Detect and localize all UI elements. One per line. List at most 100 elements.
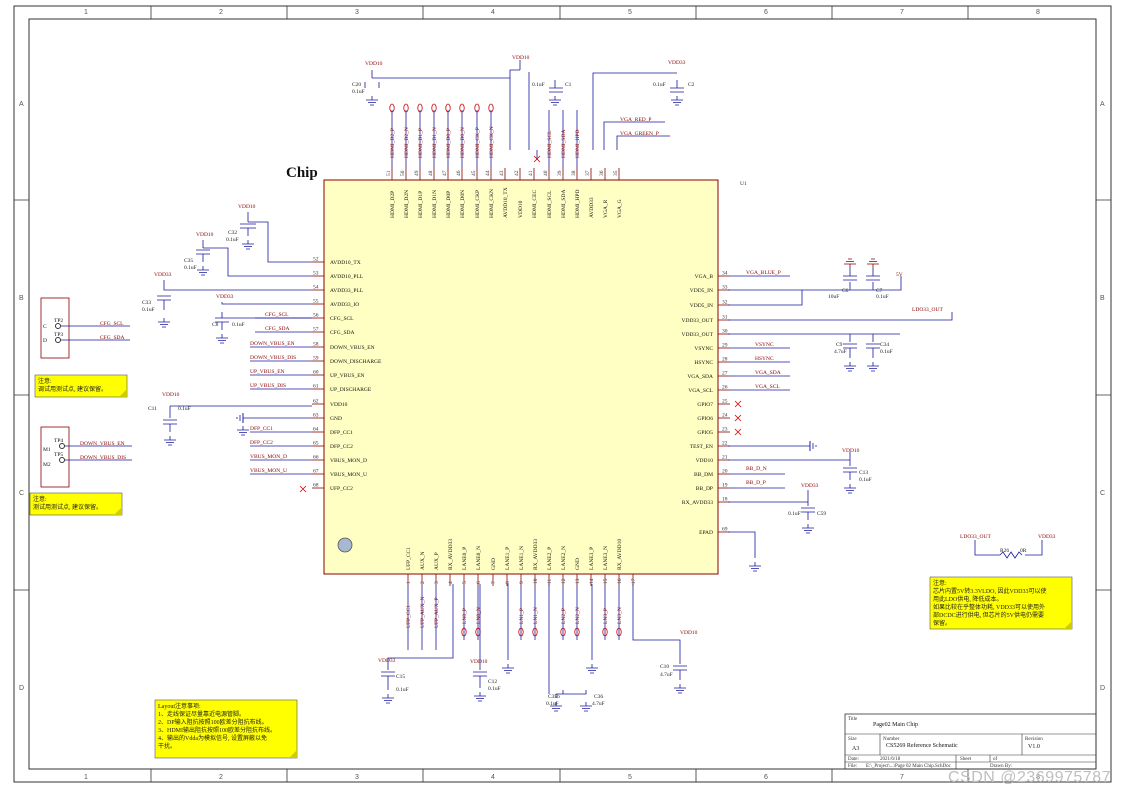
tp-net-cfg-scl: CFG_SCL (100, 321, 124, 327)
ground-icon (549, 96, 561, 106)
bottom-power-wires (381, 584, 687, 698)
pin-number: 68 (313, 483, 319, 489)
pin-name: UP_DISCHARGE (330, 387, 372, 393)
note3-line-4: 如果比较在乎整体功耗, VDD33可以使用外 (933, 603, 1045, 611)
nc-cec (533, 155, 541, 163)
nc-mark (734, 428, 742, 436)
diff-pair-marker (518, 627, 524, 637)
diff-pair-marker (417, 103, 423, 113)
c1-val: 0.1uF (532, 82, 545, 88)
tp-net-down-dis: DOWN_VBUS_DIS (80, 455, 126, 461)
pin-name: VDD10 (330, 402, 348, 408)
pin-number: 64 (313, 427, 319, 433)
chip-body[interactable] (323, 179, 719, 575)
chip-title: Chip (286, 165, 318, 181)
net-vga-red: VGA_RED_P (620, 117, 651, 123)
note1-title: 注意: (38, 377, 52, 385)
net-label: HSYNC (755, 356, 774, 362)
c7-val: 0.1uF (876, 294, 889, 300)
c7-ref: C7 (876, 288, 883, 294)
c6-ref: C6 (842, 288, 849, 294)
c8-val: 0.1uF (232, 322, 245, 328)
c15-val: 0.1uF (396, 687, 409, 693)
c12-val: 0.1uF (488, 686, 501, 692)
pin-name: DFP_CC1 (330, 430, 353, 436)
pin-number: 58 (313, 342, 319, 348)
pin-number: 8 (505, 581, 511, 584)
pin-number: 15 (603, 578, 609, 584)
pin-number: 67 (313, 469, 319, 475)
pin-number: 57 (313, 327, 319, 333)
tp-net-cfg-sda: CFG_SDA (100, 335, 124, 341)
vdd10-left3: VDD10 (162, 392, 180, 398)
pin-number: 56 (313, 313, 319, 319)
ground-icon (867, 258, 879, 268)
layout-note-line-5: 4、输出的Vdda为模拟信号, 设置屏蔽以免 (158, 734, 267, 742)
pin-name: UFP_CC1 (406, 547, 412, 570)
tb-sheet-of: of (993, 757, 998, 762)
diff-pair-marker (532, 627, 538, 637)
pin-name: GPIO5 (697, 430, 713, 436)
pin-name: VDD33_OUT (682, 318, 714, 324)
vdd33-bottom: VDD33 (378, 658, 396, 664)
net-label: HDMI_D1_N (432, 127, 438, 158)
pin-name: HDMI_D0N (460, 190, 466, 218)
ground-icon (586, 664, 598, 674)
tp4-label: TP4 (54, 438, 63, 444)
net-bb-dp: BB_D_P (746, 480, 766, 486)
zone-col-5-bottom: 5 (628, 774, 632, 781)
vdd10-left2: VDD10 (196, 232, 214, 238)
pin-number: 33 (722, 285, 728, 291)
title-block (844, 713, 1097, 770)
pin-name: VGA_G (617, 199, 623, 218)
pin-number: 45 (471, 170, 477, 176)
nc-mark (734, 414, 742, 422)
right-power-wires (728, 268, 953, 558)
r26-net-vdd33: VDD33 (1038, 534, 1056, 540)
pin-name: VGA_SCL (688, 388, 713, 394)
zone-row-b-right: B (1100, 295, 1105, 302)
left-vdd10-cap (163, 405, 312, 432)
pin-name: LANE0_P (462, 547, 468, 570)
zone-col-7-top: 7 (900, 9, 904, 16)
pin-name: AVDD10_TX (330, 260, 361, 266)
c9-val: 4.7uF (834, 349, 847, 355)
zone-col-6-top: 6 (764, 9, 768, 16)
pin-number: 49 (414, 170, 420, 176)
pin-number: 24 (722, 413, 728, 419)
pin-number: 41 (528, 170, 534, 176)
pin-number: 5 (462, 581, 468, 584)
pin-number: 44 (485, 170, 491, 176)
net-label: LN1_N (533, 607, 539, 624)
pin-name: RX_AVDD33 (533, 539, 539, 570)
pin-name: VDD33_OUT (682, 332, 714, 338)
diff-pair-marker (488, 103, 494, 113)
c8-ref: C8 (212, 322, 219, 328)
vdd10-top2-label: VDD10 (512, 55, 530, 61)
c35b-ref: C35b (548, 694, 560, 700)
net-label: VGA_SCL (755, 384, 780, 390)
net-label: HDMI_HPD (575, 130, 581, 158)
pin-name: HDMI_SDA (561, 190, 567, 218)
c15-ref: C15 (396, 674, 405, 680)
pin-number: 14 (589, 578, 595, 584)
pin-number: 31 (722, 315, 728, 321)
watermark: CSDN @2369975787 (947, 769, 1111, 786)
pin-number: 47 (442, 170, 448, 176)
pin-name: VBUS_MON_U (330, 472, 367, 478)
layout-note-box (154, 699, 298, 759)
pin-number: 69 (722, 527, 728, 533)
c36-ref: C36 (594, 694, 603, 700)
pin-name: UP_VBUS_EN (330, 373, 365, 379)
pin-number: 35 (613, 170, 619, 176)
v5-label: 5V (896, 272, 903, 278)
pin-name: GPIO6 (697, 416, 713, 422)
pin-number: 66 (313, 455, 319, 461)
c34-ref: C34 (880, 342, 889, 348)
net-bb-dn: BB_D_N (746, 466, 767, 472)
nc-mark (734, 400, 742, 408)
zone-col-1-top: 1 (84, 9, 88, 16)
c33-val: 0.1uF (142, 307, 155, 313)
c20-val: 0.1uF (352, 89, 365, 95)
net-label: HDMI_D2_P (390, 128, 396, 158)
